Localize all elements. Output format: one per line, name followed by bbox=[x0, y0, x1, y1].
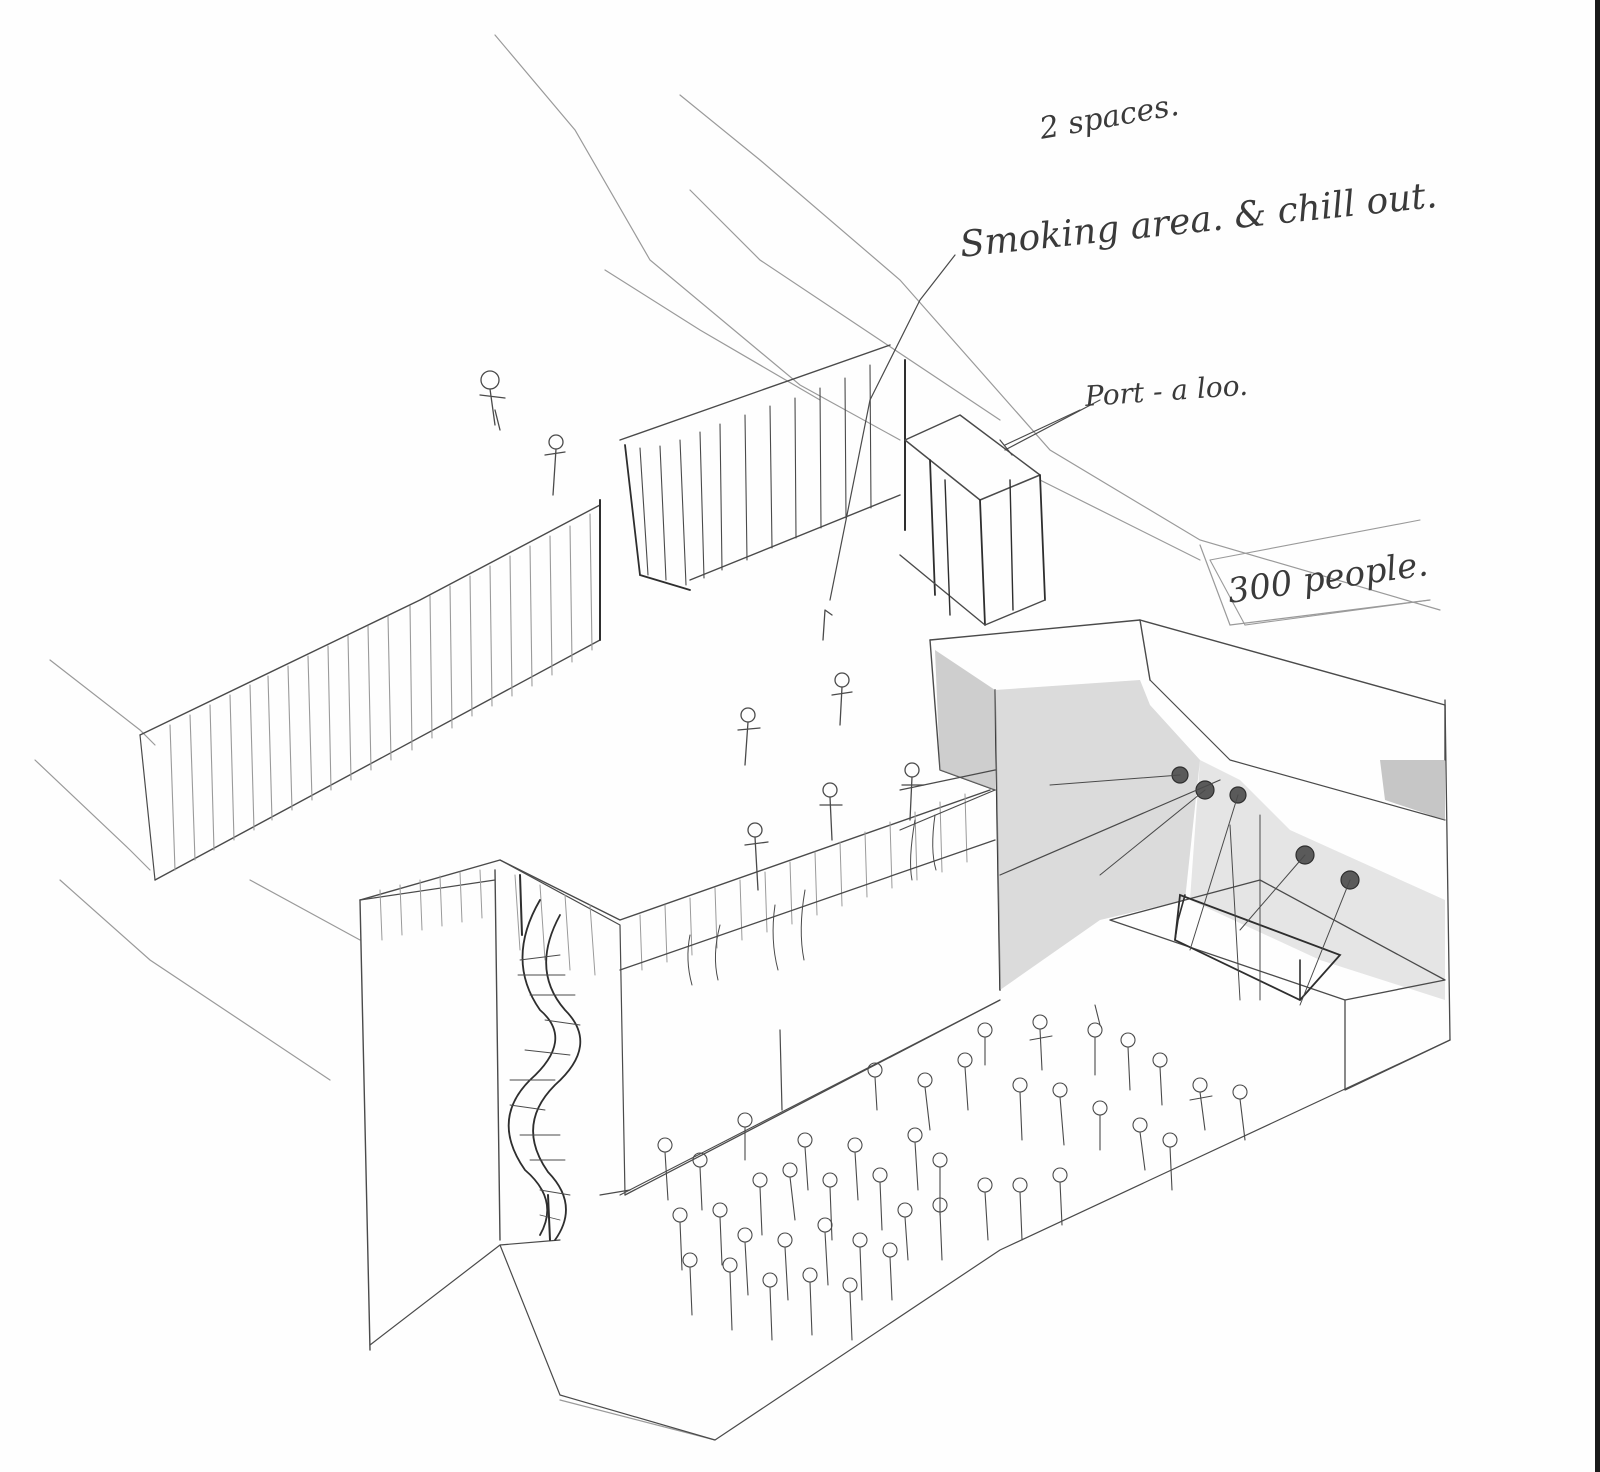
spiral-staircase bbox=[507, 874, 582, 1241]
figure bbox=[901, 762, 925, 821]
figure bbox=[544, 434, 566, 496]
figure bbox=[831, 672, 853, 726]
crowd-row bbox=[657, 1137, 948, 1261]
crowd-row bbox=[977, 1004, 1248, 1141]
yard-figures bbox=[479, 370, 925, 891]
crowd-row bbox=[672, 1202, 898, 1301]
scan-edge bbox=[1595, 0, 1600, 1472]
porta-loo-box bbox=[899, 399, 1101, 626]
figure bbox=[737, 707, 761, 766]
figure bbox=[819, 782, 843, 841]
yard-left-fence bbox=[139, 499, 601, 881]
figure bbox=[479, 370, 506, 431]
crowd-row bbox=[682, 1252, 858, 1341]
construction-lines bbox=[34, 34, 1441, 1441]
capacity-label-frame bbox=[1209, 519, 1431, 626]
figure bbox=[744, 822, 769, 891]
crowd-row bbox=[737, 1112, 1068, 1241]
crowd-row bbox=[867, 1052, 1178, 1191]
yard-back-fence bbox=[619, 344, 906, 591]
leader-lines bbox=[829, 254, 1081, 601]
crowd bbox=[619, 999, 1248, 1341]
stage-block bbox=[899, 619, 1451, 1091]
